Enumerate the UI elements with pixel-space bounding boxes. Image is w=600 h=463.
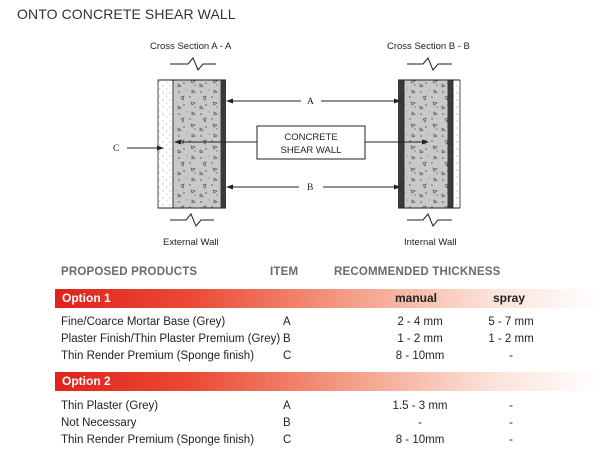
- box-line-1: CONCRETE: [284, 132, 337, 143]
- row-manual: 2 - 4 mm: [397, 316, 443, 328]
- row-manual: 1 - 2 mm: [397, 333, 443, 345]
- leader-c: [127, 145, 164, 151]
- row-item: C: [283, 434, 292, 446]
- label-b: B: [307, 183, 313, 193]
- internal-wall-label: Internal Wall: [404, 237, 456, 248]
- label-c: C: [113, 144, 119, 154]
- label-a: A: [307, 97, 314, 107]
- table-row: Thin Render Premium (Sponge finish) C 8 …: [0, 350, 600, 366]
- row-product: Thin Render Premium (Sponge finish): [61, 434, 255, 446]
- row-manual: 8 - 10mm: [395, 434, 445, 446]
- row-item: A: [283, 316, 291, 328]
- header-products: PROPOSED PRODUCTS: [61, 266, 198, 278]
- row-spray: -: [509, 400, 513, 412]
- page-title: ONTO CONCRETE SHEAR WALL: [17, 6, 236, 22]
- concrete-box: CONCRETE SHEAR WALL: [174, 125, 429, 160]
- wall-section-b: [398, 57, 461, 227]
- row-product: Plaster Finish/Thin Plaster Premium (Gre…: [61, 333, 281, 345]
- manual-header: manual: [395, 291, 438, 305]
- shear-wall-diagram: Cross Section A - A External Wall Cross …: [113, 41, 470, 248]
- row-spray: -: [509, 350, 513, 362]
- row-manual: -: [418, 417, 422, 429]
- table-row: Thin Plaster (Grey) A 1.5 - 3 mm -: [0, 400, 600, 416]
- row-item: C: [283, 350, 292, 362]
- table-row: Not Necessary B - -: [0, 417, 600, 433]
- row-product: Fine/Coarce Mortar Base (Grey): [61, 316, 226, 328]
- option-1-label: Option 1: [62, 291, 111, 305]
- section-b-label: Cross Section B - B: [387, 41, 470, 52]
- spray-header: spray: [493, 291, 526, 305]
- row-product: Thin Render Premium (Sponge finish): [61, 350, 255, 362]
- header-thickness: RECOMMENDED THICKNESS: [334, 266, 501, 278]
- row-item: B: [283, 417, 291, 429]
- table-row: Fine/Coarce Mortar Base (Grey) A 2 - 4 m…: [0, 316, 600, 332]
- leader-a: [226, 98, 401, 104]
- option-1-band: Option 1 manual spray: [55, 289, 600, 308]
- row-manual: 1.5 - 3 mm: [392, 400, 448, 412]
- option-2-band: Option 2: [55, 372, 600, 391]
- header-item: ITEM: [270, 266, 299, 278]
- row-spray: 1 - 2 mm: [488, 333, 534, 345]
- row-item: B: [283, 333, 291, 345]
- section-a-label: Cross Section A - A: [150, 41, 232, 52]
- row-spray: 5 - 7 mm: [488, 316, 534, 328]
- row-manual: 8 - 10mm: [395, 350, 445, 362]
- row-item: A: [283, 400, 291, 412]
- row-product: Not Necessary: [61, 417, 137, 429]
- box-line-2: SHEAR WALL: [281, 145, 342, 156]
- table-row: Plaster Finish/Thin Plaster Premium (Gre…: [0, 333, 600, 349]
- option-2-label: Option 2: [62, 374, 111, 388]
- row-spray: -: [509, 417, 513, 429]
- table-row: Thin Render Premium (Sponge finish) C 8 …: [0, 434, 600, 450]
- leader-b: [226, 184, 401, 190]
- row-product: Thin Plaster (Grey): [61, 400, 159, 412]
- external-wall-label: External Wall: [163, 237, 219, 248]
- row-spray: -: [509, 434, 513, 446]
